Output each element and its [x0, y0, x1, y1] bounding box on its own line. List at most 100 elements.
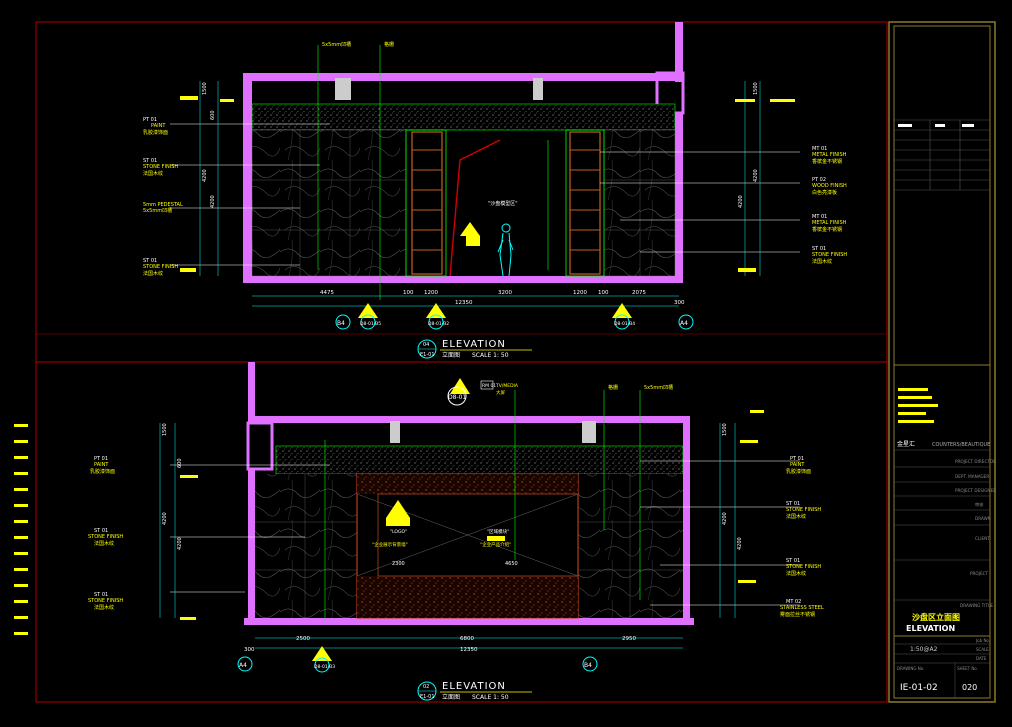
svg-text:4200: 4200	[210, 195, 216, 208]
svg-text:5x5mm凹槽: 5x5mm凹槽	[143, 207, 172, 214]
top-elevation-title: 04 E1-01 ELEVATION 立面图 SCALE 1: 50	[417, 339, 532, 359]
svg-text:STONE FINISH: STONE FINISH	[786, 507, 821, 513]
svg-text:STONE FINISH: STONE FINISH	[88, 598, 123, 604]
svg-text:乳胶漆饰面: 乳胶漆饰面	[786, 468, 811, 475]
svg-text:香槟金不锈钢: 香槟金不锈钢	[812, 226, 842, 233]
svg-text:法国木纹: 法国木纹	[143, 270, 163, 277]
svg-text:WOOD FINISH: WOOD FINISH	[812, 183, 847, 189]
svg-text:300: 300	[244, 647, 255, 653]
svg-text:ST 01: ST 01	[786, 558, 800, 564]
svg-text:ST 01: ST 01	[143, 158, 157, 164]
top-label-pt01: PT 01	[143, 117, 157, 123]
svg-text:4200: 4200	[722, 512, 728, 525]
svg-text:立面图: 立面图	[442, 351, 460, 359]
svg-text:ST 01: ST 01	[94, 592, 108, 598]
svg-text:Job No.: Job No.	[975, 638, 990, 643]
top-floor-slab	[243, 276, 683, 283]
svg-text:1500: 1500	[202, 82, 208, 95]
svg-text:STONE FINISH: STONE FINISH	[143, 164, 178, 170]
svg-text:4200: 4200	[737, 537, 743, 550]
svg-text:600: 600	[210, 110, 216, 120]
svg-text:04: 04	[423, 342, 429, 348]
svg-text:MT 01: MT 01	[812, 214, 827, 220]
svg-text:ST 01: ST 01	[143, 258, 157, 264]
title-block: 金星汇 COUNTERS/BEAUTIQUE PROJECT DIRECTOR …	[888, 21, 996, 703]
svg-text:STAINLESS STEEL: STAINLESS STEEL	[780, 605, 824, 611]
svg-text:RM 01: RM 01	[482, 383, 496, 389]
svg-text:5x5mm凹槽: 5x5mm凹槽	[644, 384, 673, 391]
top-center-note: "沙盘模型区"	[488, 200, 518, 207]
svg-text:4200: 4200	[202, 169, 208, 182]
svg-text:立面图: 立面图	[442, 693, 460, 701]
top-human-figure	[497, 223, 514, 277]
bottom-total-dim: 12350	[460, 647, 478, 653]
svg-text:"企业展示背景墙": "企业展示背景墙"	[372, 541, 408, 548]
svg-text:300: 300	[674, 300, 685, 306]
svg-text:6800: 6800	[460, 636, 474, 642]
top-wood-screen-left	[405, 129, 447, 277]
svg-text:PT 01: PT 01	[790, 456, 804, 462]
svg-text:D8-01-B4: D8-01-B4	[614, 321, 635, 327]
svg-text:B4: B4	[337, 320, 345, 327]
svg-text:ST 01: ST 01	[812, 246, 826, 252]
svg-text:"LOGO": "LOGO"	[390, 529, 407, 535]
top-grid-markers: B4 D8-01-B5 D8-01-B2 D8-01-B4 A4	[335, 303, 694, 330]
svg-text:1500: 1500	[162, 423, 168, 436]
svg-text:3200: 3200	[498, 290, 512, 296]
svg-text:100: 100	[403, 290, 414, 296]
svg-text:5x5mm凹槽: 5x5mm凹槽	[322, 41, 351, 48]
svg-text:ST 01: ST 01	[786, 501, 800, 507]
bottom-grid-markers: A4 D8-01-B3 B4	[237, 646, 598, 673]
svg-text:2075: 2075	[632, 290, 646, 296]
svg-text:MT 01: MT 01	[812, 146, 827, 152]
svg-text:100: 100	[598, 290, 609, 296]
svg-text:白色亮漆板: 白色亮漆板	[812, 189, 837, 196]
svg-text:1200: 1200	[573, 290, 587, 296]
svg-text:DRAWING TITLE: DRAWING TITLE	[960, 603, 993, 608]
svg-text:CLIENT: CLIENT	[975, 536, 990, 541]
svg-text:E1-01: E1-01	[420, 694, 435, 700]
bottom-tv-callout: RM 01 TV/MEDIA 大屏	[480, 380, 519, 396]
svg-text:法国木纹: 法国木纹	[94, 604, 114, 611]
svg-text:TV/MEDIA: TV/MEDIA	[495, 383, 519, 389]
svg-text:PROJECT DESIGNER: PROJECT DESIGNER	[955, 488, 996, 493]
svg-text:PROJECT: PROJECT	[970, 571, 989, 576]
svg-text:COUNTERS/BEAUTIQUE: COUNTERS/BEAUTIQUE	[932, 442, 990, 448]
svg-text:2950: 2950	[622, 636, 636, 642]
svg-text:"企业产品介绍": "企业产品介绍"	[480, 541, 511, 548]
svg-text:4200: 4200	[738, 195, 744, 208]
top-elevation: PT 01 PAINT 乳胶漆饰面 ST 01 STONE FINISH 法国木…	[143, 22, 847, 359]
scale-value: 1:50@A2	[910, 646, 938, 653]
svg-text:PT 02: PT 02	[812, 177, 826, 183]
drawing-title-en: ELEVATION	[906, 624, 955, 633]
svg-text:A4: A4	[680, 320, 688, 327]
svg-text:法国木纹: 法国木纹	[786, 513, 806, 520]
svg-text:B4: B4	[584, 662, 592, 669]
svg-text:600: 600	[177, 458, 183, 468]
svg-text:4200: 4200	[753, 169, 759, 182]
bottom-elevation-heading: ELEVATION	[442, 681, 506, 692]
svg-text:1500: 1500	[753, 82, 759, 95]
bottom-elevation-title: 02 E1-01 ELEVATION 立面图 SCALE 1: 50	[417, 681, 532, 701]
svg-text:法国木纹: 法国木纹	[94, 540, 114, 547]
drawing-number: IE-01-02	[900, 683, 938, 693]
bottom-callout-ref: D8-01	[448, 394, 466, 401]
top-wood-screen-right	[565, 129, 605, 277]
svg-text:A4: A4	[239, 662, 247, 669]
svg-text:1200: 1200	[424, 290, 438, 296]
svg-text:DEPT. MANAGER: DEPT. MANAGER	[955, 474, 989, 479]
svg-text:PROJECT DIRECTOR: PROJECT DIRECTOR	[955, 459, 996, 464]
svg-text:2500: 2500	[296, 636, 310, 642]
svg-text:雾面拉丝不锈钢: 雾面拉丝不锈钢	[780, 611, 815, 618]
top-ceiling-slab	[243, 73, 679, 81]
svg-text:5mm PEDESTAL: 5mm PEDESTAL	[143, 202, 183, 208]
svg-text:审核: 审核	[975, 501, 984, 508]
svg-text:"区域模块": "区域模块"	[487, 528, 509, 535]
svg-text:STONE FINISH: STONE FINISH	[88, 534, 123, 540]
svg-text:SCALE: SCALE	[976, 647, 989, 652]
svg-text:法国木纹: 法国木纹	[812, 258, 832, 265]
svg-text:D8-01-B2: D8-01-B2	[428, 321, 449, 327]
svg-text:D8-01-B5: D8-01-B5	[360, 321, 381, 327]
svg-text:E1-01: E1-01	[420, 352, 435, 358]
